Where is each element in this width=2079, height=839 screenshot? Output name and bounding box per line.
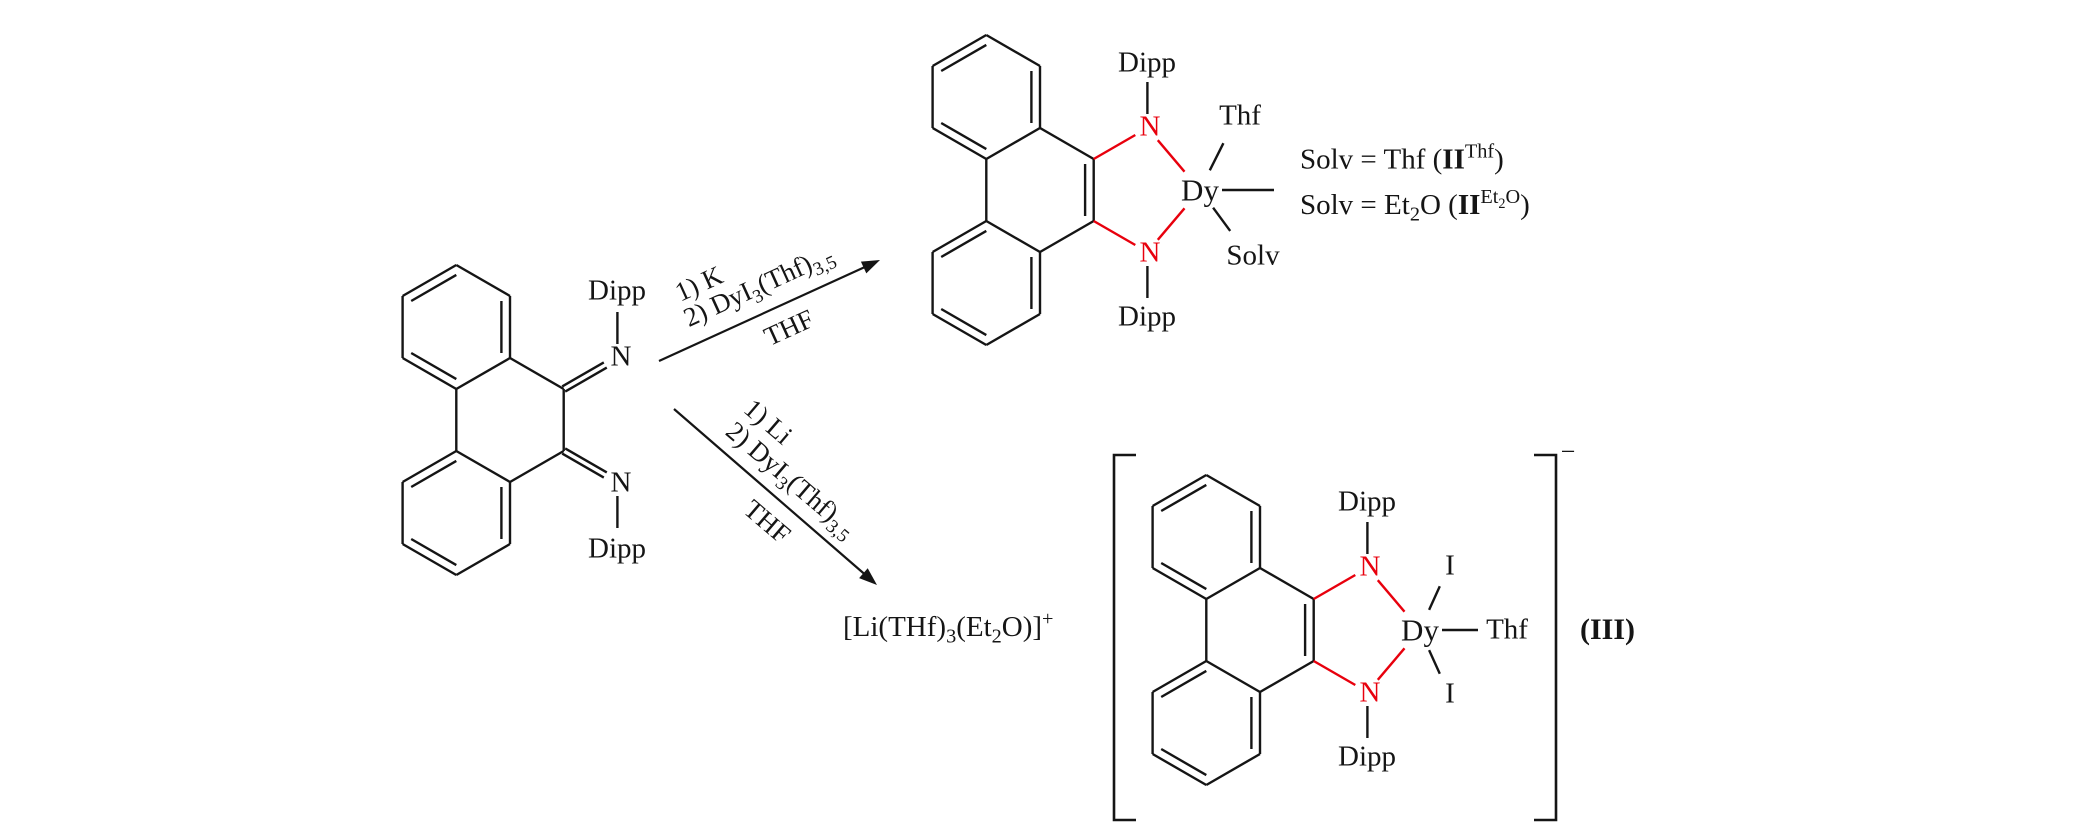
product-iii-chelate-bonds bbox=[1313, 573, 1406, 687]
reactant-dipp-top-label: Dipp bbox=[588, 274, 646, 307]
product-ii-n-bottom-label: N bbox=[1139, 236, 1161, 269]
product-ii-thf-label: Thf bbox=[1219, 99, 1261, 132]
legend-line2: Solv = Et2O (IIEt2O) bbox=[1300, 186, 1530, 226]
anion-charge-label: − bbox=[1560, 437, 1576, 466]
product-iii-dipp-top-label: Dipp bbox=[1338, 485, 1396, 518]
product-iii-n-top-label: N bbox=[1359, 550, 1381, 583]
product-iii-iodide-top-label: I bbox=[1445, 549, 1455, 582]
product-ii-dipp-bottom-label: Dipp bbox=[1118, 300, 1176, 333]
product-iii-dipp-bottom-label: Dipp bbox=[1338, 740, 1396, 773]
product-ii-dy-label: Dy bbox=[1181, 172, 1219, 208]
reactant-structure bbox=[401, 263, 619, 577]
product-ii-dipp-top-label: Dipp bbox=[1118, 46, 1176, 79]
reactant-n-top-label: N bbox=[610, 340, 632, 373]
product-iii-compound-label: (III) bbox=[1580, 613, 1636, 646]
product-iii-dy-label: Dy bbox=[1401, 612, 1439, 648]
product-ii-chelate-bonds bbox=[1093, 133, 1186, 247]
arrow-bottom bbox=[673, 408, 877, 585]
reactant-dipp-bottom-label: Dipp bbox=[588, 532, 646, 565]
product-iii-n-bottom-label: N bbox=[1359, 676, 1381, 709]
product-iii-iodide-bottom-label: I bbox=[1445, 677, 1455, 710]
arrow-top bbox=[658, 260, 880, 363]
anion-brackets bbox=[1112, 453, 1558, 822]
product-ii-solv-label: Solv bbox=[1226, 239, 1280, 272]
product-iii-thf-label: Thf bbox=[1486, 613, 1528, 646]
product-ii-structure bbox=[931, 33, 1274, 347]
reactant-n-bottom-label: N bbox=[610, 466, 632, 499]
product-ii-n-top-label: N bbox=[1139, 110, 1161, 143]
product-iii-structure bbox=[1151, 473, 1478, 787]
legend-line1: Solv = Thf (IIThf) bbox=[1300, 140, 1504, 176]
product-iii-cation-label: [Li(THf)3(Et2O)]+ bbox=[843, 608, 1054, 648]
